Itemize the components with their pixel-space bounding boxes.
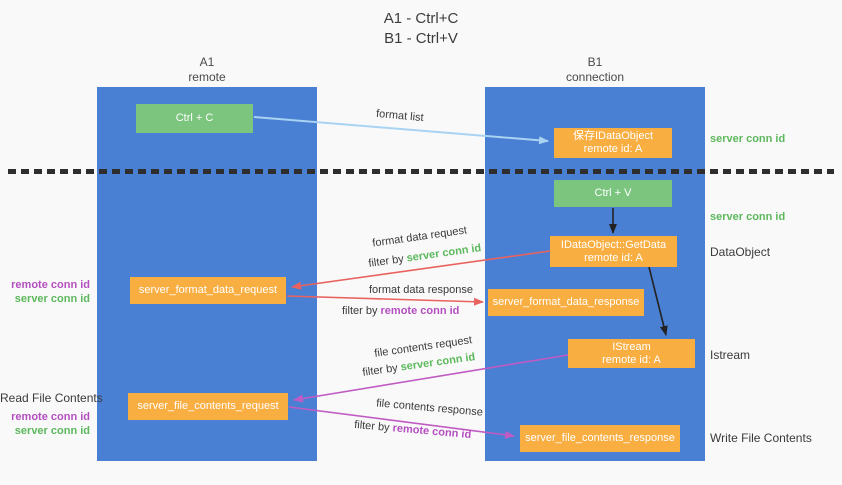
ctrl-v-label: Ctrl + V [594, 187, 632, 199]
filter-by-text: filter by [367, 253, 405, 270]
save-idataobject-line1: 保存IDataObject [572, 130, 654, 142]
ctrl-c-label: Ctrl + C [175, 112, 214, 124]
istream-box: IStream remote id: A [568, 339, 695, 368]
server-format-data-response-label: server_format_data_response [492, 296, 640, 308]
server-format-data-request-label: server_format_data_request [138, 284, 278, 296]
ctrl-c-action-box: Ctrl + C [136, 104, 253, 133]
lifeline-a1-name: A1 [199, 55, 215, 69]
title-line-1: A1 - Ctrl+C [383, 10, 459, 27]
server-conn-id-text: server conn id [405, 242, 483, 265]
lifeline-header-a1: A1 remote [97, 55, 317, 85]
right-server-conn-id-1: server conn id [710, 133, 786, 145]
getdata-line2: remote id: A [584, 251, 643, 264]
filter-by-text: filter by [342, 305, 378, 317]
file-contents-response-filter: filter by remote conn id [354, 419, 472, 441]
filter-by-text: filter by [361, 362, 399, 379]
ctrl-v-action-box: Ctrl + V [554, 180, 672, 207]
format-data-response-label: format data response [369, 284, 473, 296]
right-server-conn-id-2: server conn id [710, 211, 786, 223]
phase-separator-dotted-line [8, 169, 834, 174]
remote-conn-id-text: remote conn id [392, 422, 472, 442]
lifeline-a1-role: remote [188, 70, 226, 84]
filter-by-text: filter by [353, 418, 391, 434]
write-file-contents-annotation: Write File Contents [710, 431, 812, 445]
remote-conn-id-text: remote conn id [380, 305, 460, 317]
istream-annotation: Istream [710, 348, 751, 362]
getdata-line1: IDataObject::GetData [560, 238, 667, 251]
save-idataobject-line2: remote id: A [583, 143, 643, 155]
save-idataobject-box: 保存IDataObject remote id: A [554, 128, 672, 158]
left-server-conn-id-2: server conn id [14, 425, 90, 437]
lifeline-b1-role: connection [565, 70, 625, 84]
lifeline-header-b1: B1 connection [485, 55, 705, 85]
server-file-contents-request-box: server_file_contents_request [128, 393, 288, 420]
left-remote-conn-id-2: remote conn id [11, 411, 90, 423]
format-data-response-filter: filter by remote conn id [342, 305, 459, 317]
left-remote-conn-id-1: remote conn id [11, 279, 90, 291]
server-file-contents-request-label: server_file_contents_request [137, 400, 279, 412]
server-format-data-response-box: server_format_data_response [488, 289, 644, 316]
server-format-data-request-box: server_format_data_request [130, 277, 286, 304]
file-contents-response-label: file contents response [375, 397, 484, 419]
diagram-title: A1 - Ctrl+C B1 - Ctrl+V [0, 9, 842, 49]
istream-line1: IStream [612, 340, 651, 353]
left-server-conn-id-1: server conn id [14, 293, 90, 305]
read-file-contents-annotation: Read File Contents [0, 391, 103, 405]
dataobject-annotation: DataObject [710, 245, 771, 259]
istream-line2: remote id: A [602, 353, 661, 366]
server-file-contents-response-box: server_file_contents_response [520, 425, 680, 452]
idataobject-getdata-box: IDataObject::GetData remote id: A [550, 236, 677, 267]
format-list-label: format list [375, 107, 425, 125]
server-file-contents-response-label: server_file_contents_response [525, 432, 675, 444]
title-line-2: B1 - Ctrl+V [384, 30, 458, 47]
lifeline-b1-name: B1 [587, 55, 603, 69]
